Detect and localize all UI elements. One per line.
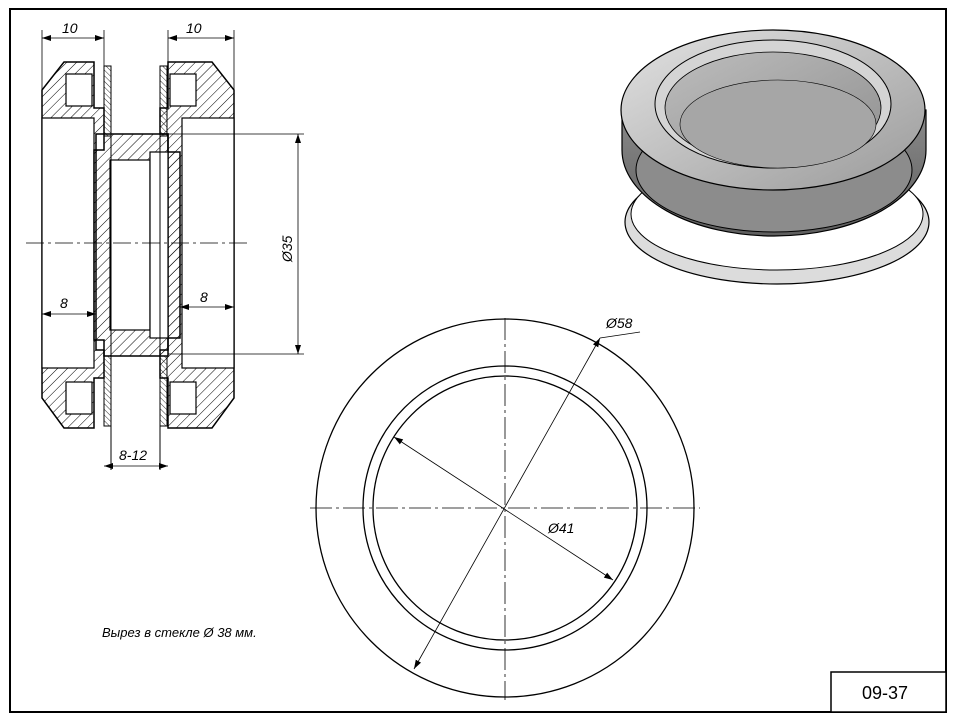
dim-inner-diameter: Ø35 (279, 235, 295, 263)
gasket-right-top (159, 65, 168, 137)
drawing-code: 09-37 (862, 683, 908, 703)
section-view: 10 10 Ø35 8 8 8-12 (26, 20, 304, 470)
isometric-view (620, 29, 930, 285)
dim-glass-thickness: 8-12 (119, 447, 147, 463)
sheet-frame (9, 8, 947, 713)
dim-left-depth: 8 (60, 295, 68, 311)
left-top-pocket (65, 73, 93, 107)
front-view: Ø58 Ø41 (310, 315, 700, 700)
dim-outer-diameter: Ø58 (605, 315, 633, 331)
cutout-note: Вырез в стекле Ø 38 мм. (102, 625, 257, 640)
ring-outer-circle (362, 365, 648, 651)
dim-right-width: 10 (186, 20, 202, 36)
right-top-pocket (169, 73, 197, 107)
gasket-left-top (103, 65, 112, 137)
gasket-right-bottom (159, 355, 168, 427)
dim-ring-diameter: Ø41 (547, 520, 574, 536)
left-bottom-pocket (65, 381, 93, 415)
dim-right-depth: 8 (200, 289, 208, 305)
gasket-left-bottom (103, 355, 112, 427)
right-bottom-pocket (169, 381, 197, 415)
drawing-code-box (830, 671, 947, 713)
dim-left-width: 10 (62, 20, 78, 36)
